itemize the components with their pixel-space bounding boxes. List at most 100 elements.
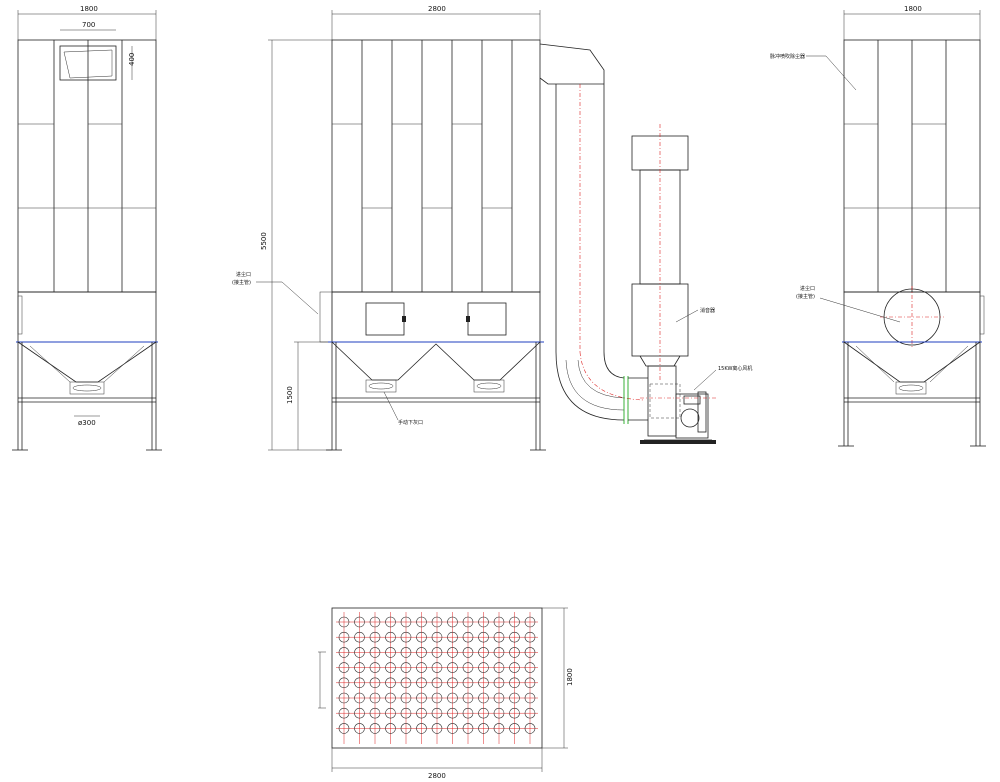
filter-hole [338,707,350,719]
filter-hole [416,692,427,704]
filter-hole [462,723,474,734]
filter-hole [431,647,443,658]
filter-hole [369,631,381,643]
filter-hole [462,631,474,643]
tube-sheet-plan: 1800 2800 [318,607,574,780]
filter-hole [509,662,520,673]
filter-hole [400,616,412,628]
total-height-dimension: 5500 [260,232,268,250]
filter-hole [416,647,427,658]
filter-hole [462,662,474,673]
filter-hole [462,692,474,704]
filter-hole [447,677,458,689]
filter-hole [524,677,536,689]
filter-hole [478,616,489,628]
filter-hole [338,692,350,704]
filter-hole [400,692,412,704]
filter-hole [400,662,412,673]
filter-hole [369,692,381,704]
inlet-right-sublabel: (接主管) [796,293,815,300]
filter-hole [400,631,412,643]
manual-outlet-label: 手动下灰口 [398,419,423,426]
filter-hole [354,647,365,658]
filter-hole [354,692,365,704]
filter-hole [369,677,381,689]
filter-hole [400,707,412,719]
right-width-dimension: 1800 [904,5,922,13]
filter-hole [493,692,505,704]
filter-hole [416,677,427,689]
filter-hole [431,707,443,719]
filter-hole [385,631,396,643]
pulse-unit-label: 脉冲喷吹除尘器 [770,53,805,60]
filter-hole [416,723,427,734]
side-width-dimension: 2800 [428,5,446,13]
filter-hole [400,677,412,689]
filter-hole [462,616,474,628]
right-view: 1800 脉冲喷吹除尘器 进尘口 (接主管) [770,5,986,447]
filter-hole [416,616,427,628]
filter-hole [493,631,505,643]
filter-hole [462,707,474,719]
filter-hole [478,662,489,673]
filter-hole [509,631,520,643]
filter-hole [431,662,443,673]
window-height-dimension: 400 [128,53,136,66]
filter-hole [338,616,350,628]
leg-height-dimension: 1500 [286,386,294,404]
filter-hole [431,692,443,704]
window-width-dimension: 700 [82,21,95,29]
filter-hole [524,647,536,658]
filter-hole [431,677,443,689]
filter-hole [447,647,458,658]
filter-hole [354,723,365,734]
filter-hole [416,707,427,719]
filter-hole [369,707,381,719]
filter-hole [447,662,458,673]
filter-hole [385,677,396,689]
side-view: 2800 5500 1500 [232,5,546,451]
filter-hole [354,662,365,673]
outlet-diameter-dimension: ø300 [78,419,96,427]
filter-hole [338,662,350,673]
plate-width-dimension: 2800 [428,772,446,780]
filter-hole [431,631,443,643]
filter-hole [447,723,458,734]
filter-hole [524,707,536,719]
filter-hole [493,677,505,689]
filter-hole [509,647,520,658]
filter-hole [385,692,396,704]
fan-label: 15KW离心风机 [718,365,752,372]
filter-hole [478,692,489,704]
filter-hole [493,723,505,734]
filter-hole [478,631,489,643]
filter-hole [524,631,536,643]
filter-hole [493,647,505,658]
filter-hole [524,662,536,673]
filter-hole [416,631,427,643]
filter-hole [524,616,536,628]
filter-hole [354,677,365,689]
filter-hole [400,647,412,658]
filter-hole [447,616,458,628]
filter-hole [431,723,443,734]
filter-hole [338,647,350,658]
filter-hole [338,723,350,734]
filter-hole [338,631,350,643]
filter-hole [509,616,520,628]
front-view: 1800 700 400 [12,5,162,451]
filter-hole [385,647,396,658]
filter-hole [493,662,505,673]
filter-hole [431,616,443,628]
filter-hole [509,723,520,734]
filter-hole-grid [336,612,538,744]
filter-hole [354,616,365,628]
filter-hole [385,616,396,628]
filter-hole [447,631,458,643]
filter-hole [524,692,536,704]
filter-hole [338,677,350,689]
filter-hole [478,677,489,689]
filter-hole [385,723,396,734]
filter-hole [354,631,365,643]
filter-hole [478,723,489,734]
